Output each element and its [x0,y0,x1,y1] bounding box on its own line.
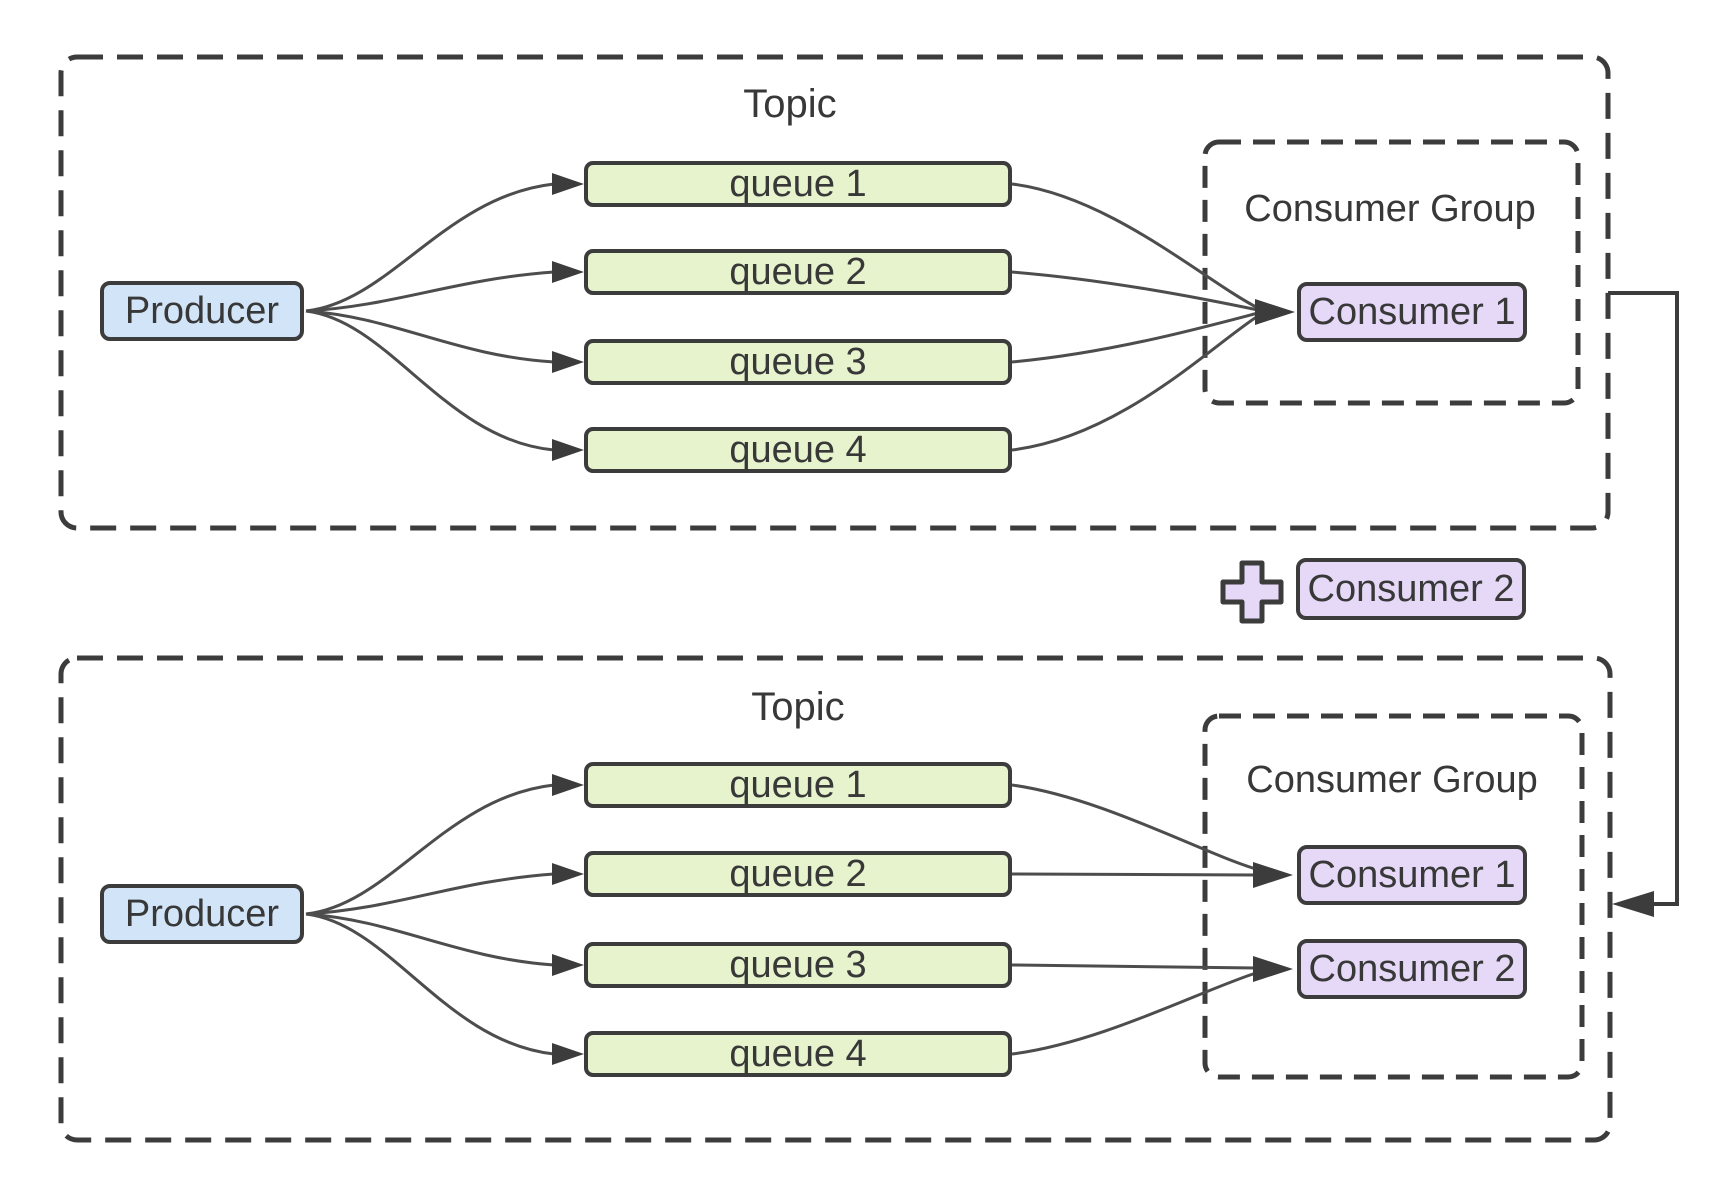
edge-bottom-producer-queue2 [305,872,555,916]
arrowhead-icon [1253,956,1293,982]
queue-node: queue 2 [584,249,1012,295]
edge-bottom-producer-queue3 [305,912,555,967]
edge-top-queue1-consumer1 [1011,182,1259,310]
queue-node: queue 3 [584,339,1012,385]
edge-top-queue2-consumer1 [1011,270,1259,312]
edge-bottom-queue4-consumer2 [1011,971,1257,1056]
producer-node-bottom: Producer [100,884,304,944]
topic-title-top: Topic [743,82,837,126]
edge-topgroup-bottomgroup [1608,291,1679,906]
consumer-node-bottom-2: Consumer 2 [1297,939,1527,999]
edge-top-producer-queue3 [305,309,555,364]
edge-bottom-producer-queue1 [305,783,555,916]
arrowhead-icon [552,1043,584,1065]
plus-icon [1220,560,1284,624]
edge-top-producer-queue2 [305,270,555,313]
queue-node: queue 1 [584,161,1012,207]
consumer-group-title-bottom: Consumer Group [1246,759,1538,801]
topic-title-bottom: Topic [751,685,845,729]
queue-node: queue 3 [584,942,1012,988]
queue-node: queue 4 [584,427,1012,473]
edge-bottom-queue2-consumer1 [1011,872,1257,877]
queue-node: queue 2 [584,851,1012,897]
edge-bottom-producer-queue4 [305,912,555,1056]
edge-top-producer-queue1 [305,182,555,313]
edge-top-producer-queue4 [305,309,555,452]
arrowhead-icon [552,863,584,885]
arrowhead-icon [552,351,584,373]
edge-bottom-queue1-consumer1 [1011,783,1257,871]
queue-node: queue 1 [584,762,1012,808]
topic-boundary-top [58,54,1611,531]
topic-boundary-bottom [58,655,1613,1143]
arrowhead-icon [1255,299,1295,325]
arrowhead-icon [552,954,584,976]
consumer-node-bottom-1: Consumer 1 [1297,845,1527,905]
consumer-group-boundary-bottom [1202,713,1585,1080]
arrowhead-icon [1253,862,1293,888]
edge-top-queue4-consumer1 [1011,314,1259,452]
arrowhead-icon [552,774,584,796]
arrowhead-left-icon [1612,891,1654,917]
consumer-group-title-top: Consumer Group [1244,188,1536,230]
arrowhead-icon [552,261,584,283]
edge-top-queue3-consumer1 [1011,311,1259,364]
producer-node-top: Producer [100,281,304,341]
consumer-group-boundary-top [1202,139,1581,406]
queue-node: queue 4 [584,1031,1012,1077]
edge-bottom-queue3-consumer2 [1011,963,1257,970]
consumer-node-top-1: Consumer 1 [1297,282,1527,342]
consumer-node-added: Consumer 2 [1296,558,1526,620]
arrowhead-icon [552,439,584,461]
arrowhead-icon [552,173,584,195]
